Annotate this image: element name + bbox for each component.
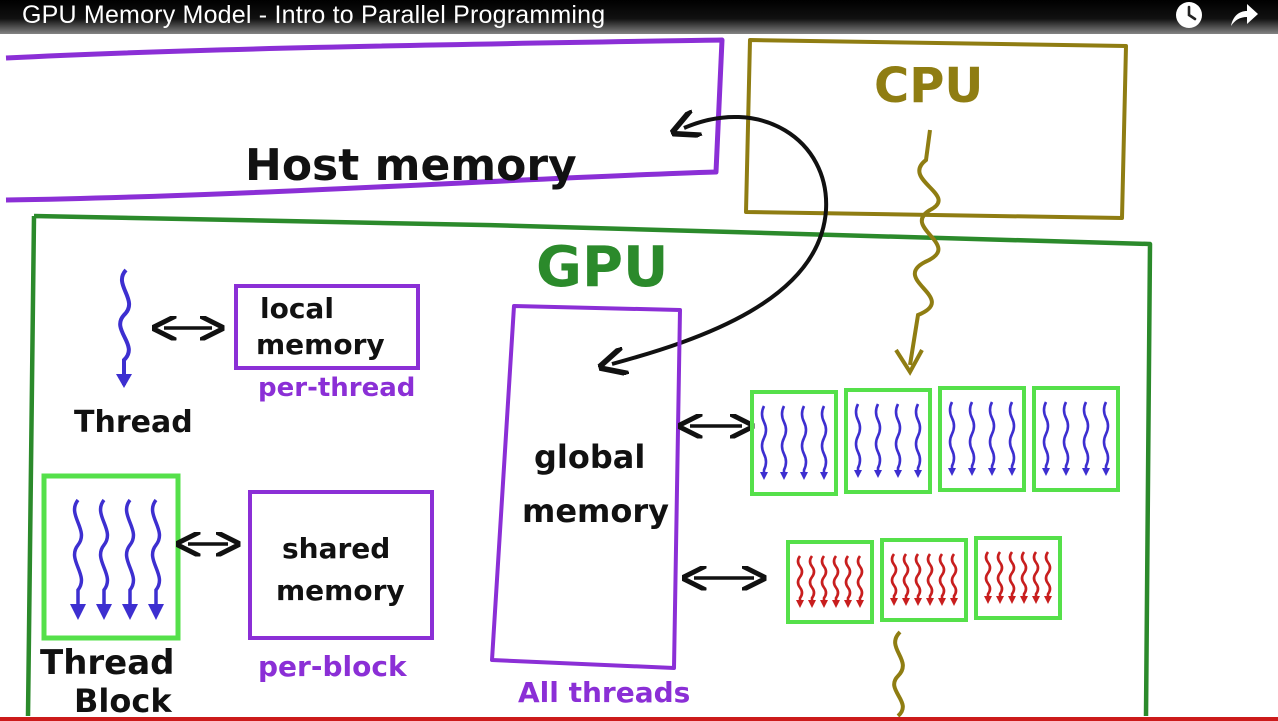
per-block-label: per-block — [258, 650, 408, 683]
shared-memory-label-1: shared — [282, 532, 390, 565]
cpu-gpu-arrowhead — [894, 348, 924, 376]
video-title[interactable]: GPU Memory Model - Intro to Parallel Pro… — [22, 1, 606, 29]
thread-block-arrowheads — [70, 604, 164, 620]
grid-red-blocks — [786, 536, 1062, 624]
all-threads-label: All threads — [518, 676, 690, 709]
thread-arrowhead — [116, 374, 132, 388]
host-memory-label: Host memory — [245, 140, 577, 191]
global-memory-label-1: global — [534, 438, 645, 476]
global-memory-label-2: memory — [522, 492, 669, 530]
video-title-bar: GPU Memory Model - Intro to Parallel Pro… — [0, 0, 1278, 34]
grid-blue-block-2 — [844, 388, 932, 494]
video-progress-bar[interactable] — [0, 717, 1278, 721]
host-global-arrow — [612, 117, 829, 364]
grid-blue-blocks — [750, 386, 1120, 496]
local-memory-label-2: memory — [256, 328, 385, 361]
host-memory-box — [5, 37, 725, 203]
local-memory-label-1: local — [260, 292, 334, 325]
thread-block-box — [41, 473, 181, 641]
cpu-label: CPU — [874, 58, 983, 114]
thread-block-label-1: Thread — [40, 643, 175, 683]
shared-memory-label-2: memory — [276, 574, 405, 607]
grid-red-block-2 — [880, 538, 968, 622]
gpu-label: GPU — [536, 235, 668, 300]
per-thread-label: per-thread — [258, 373, 415, 403]
global-memory-box — [490, 304, 682, 670]
next-kernel-squiggle — [892, 630, 905, 718]
grid-red-block-3 — [974, 536, 1062, 620]
thread-block-threads — [72, 498, 162, 612]
grid-blue-block-4 — [1032, 386, 1120, 492]
thread-label: Thread — [74, 405, 193, 440]
local-memory-box — [234, 284, 420, 370]
thread-block-label-2: Block — [74, 682, 172, 720]
grid-red-block-1 — [786, 540, 874, 624]
thread-squiggle — [118, 268, 132, 385]
cpu-box — [744, 38, 1128, 220]
shared-memory-box — [248, 490, 434, 640]
clock-icon[interactable] — [1172, 0, 1206, 32]
share-arrow-icon[interactable] — [1227, 0, 1261, 32]
cpu-gpu-squiggle — [908, 129, 941, 366]
grid-blue-block-1 — [750, 390, 838, 496]
grid-blue-block-3 — [938, 386, 1026, 492]
